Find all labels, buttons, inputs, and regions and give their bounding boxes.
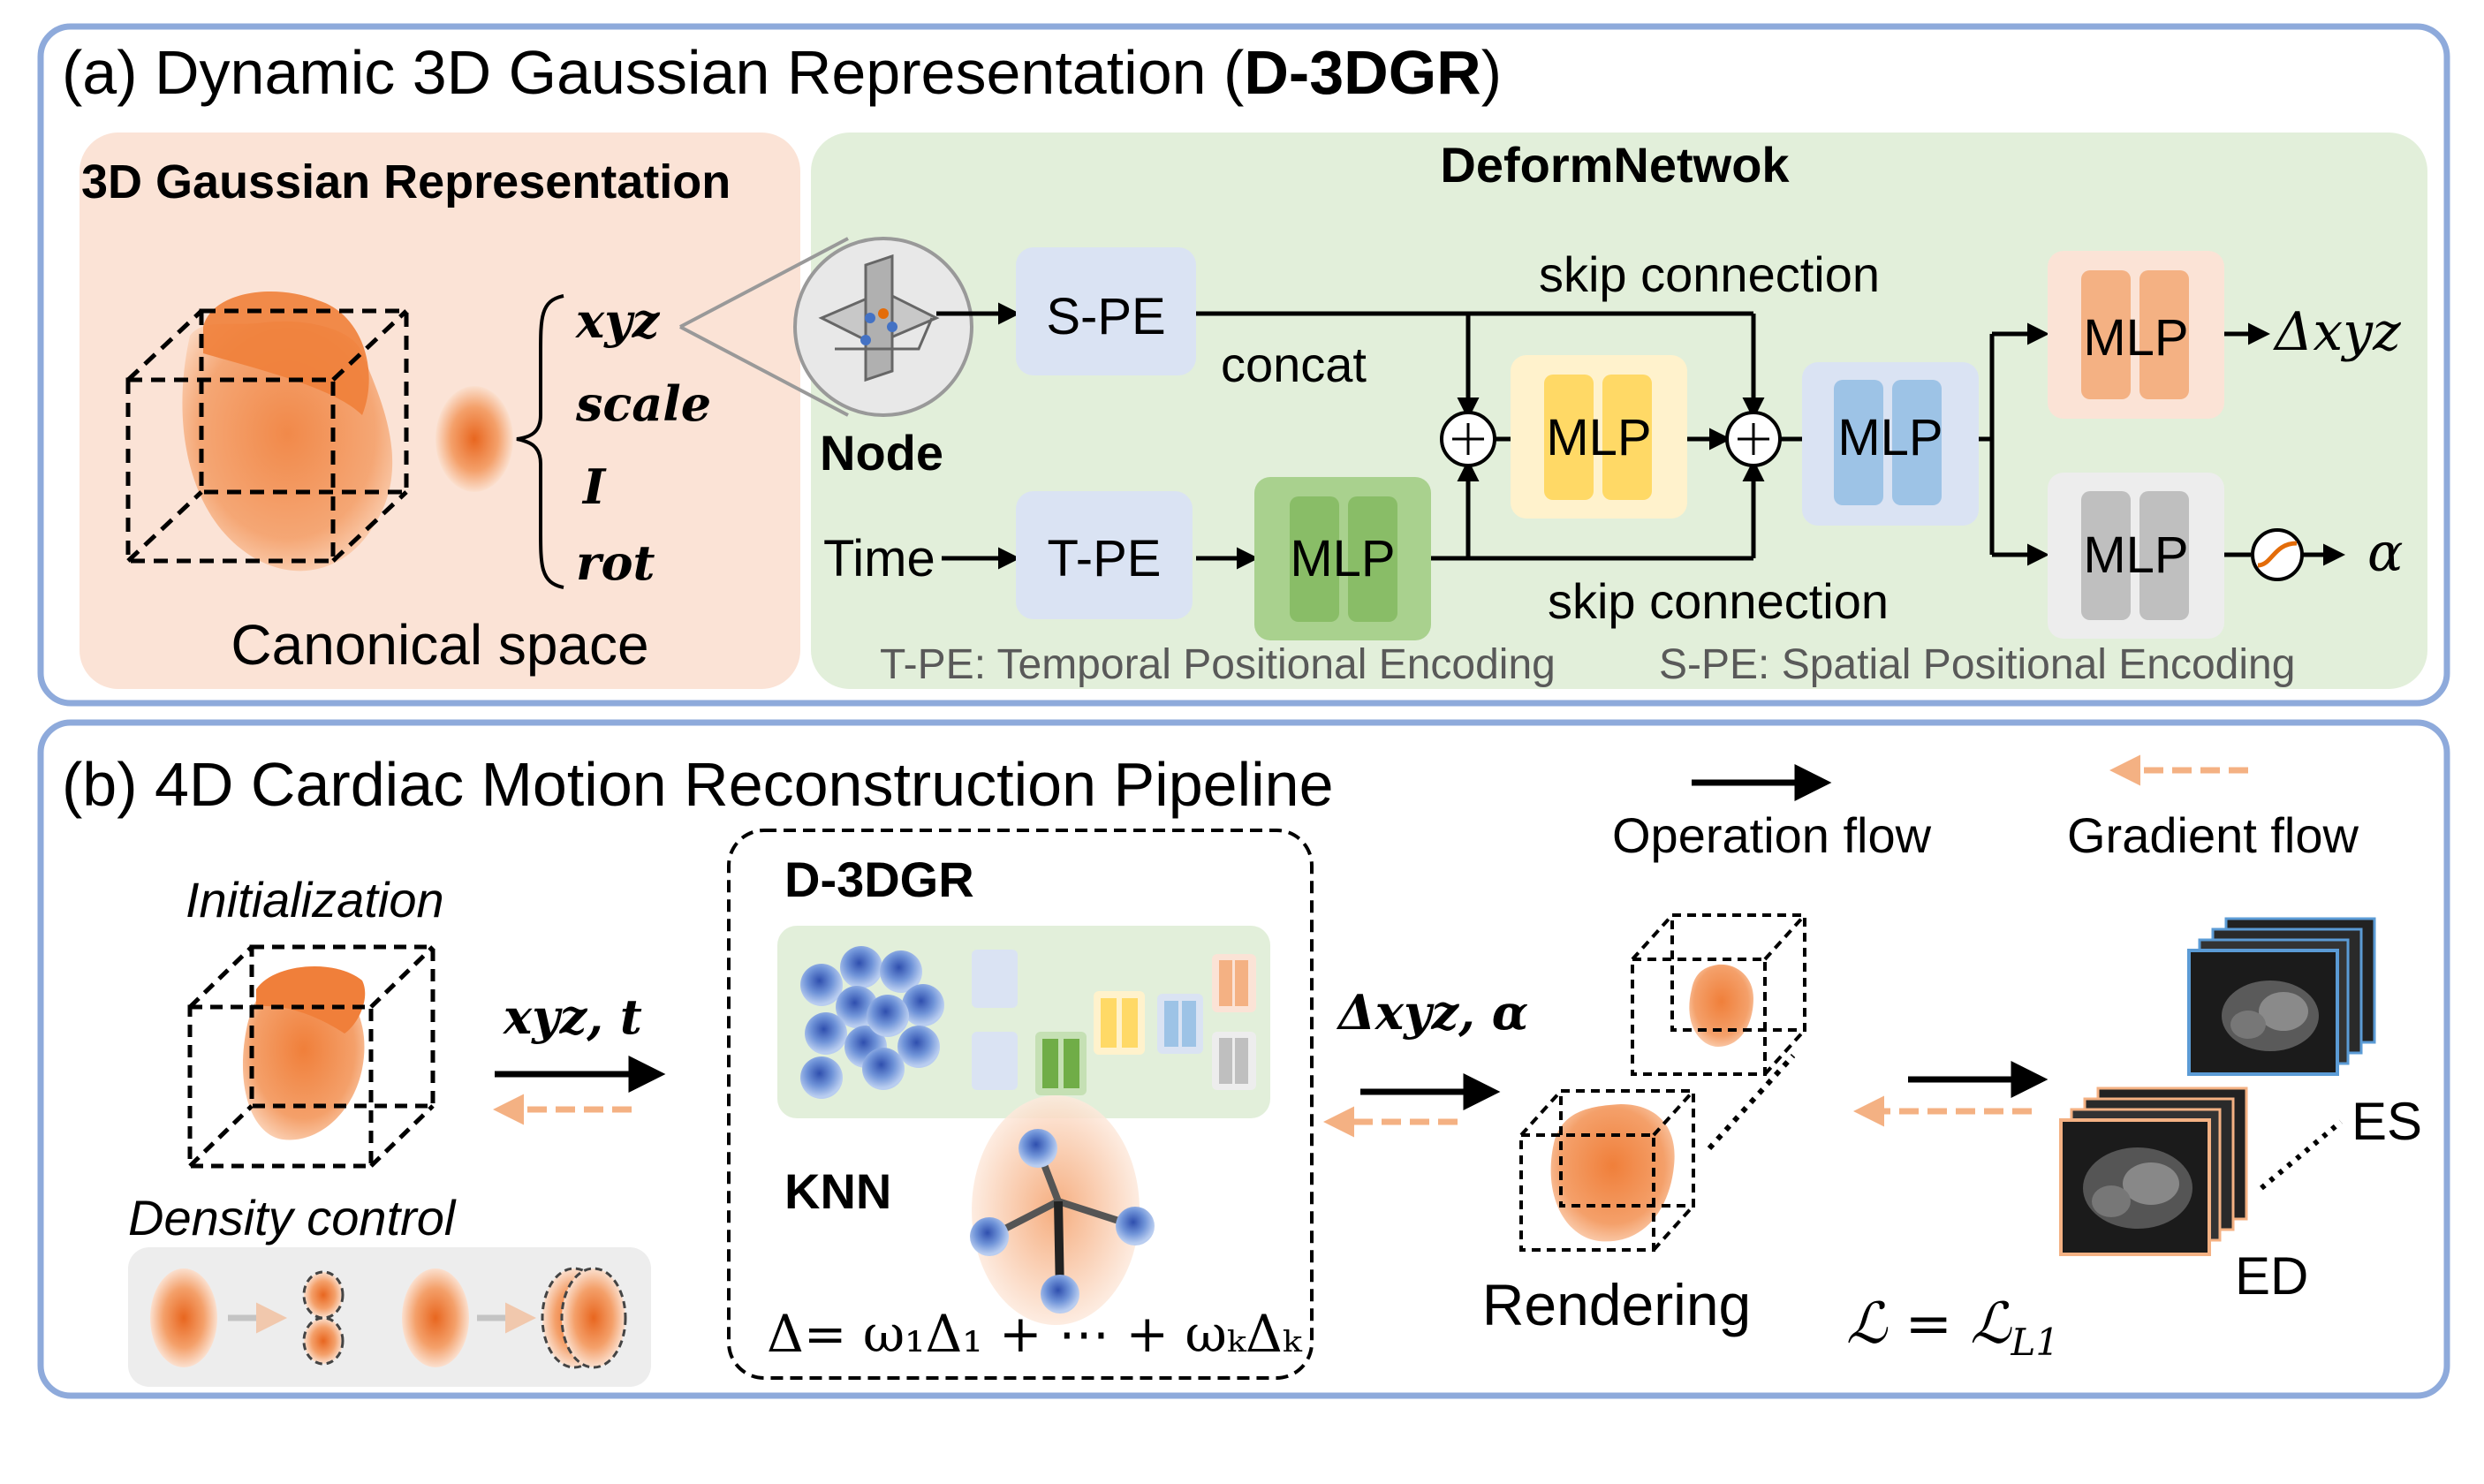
rendered-heart-small xyxy=(1631,913,1806,1076)
sigmoid-icon xyxy=(2251,528,2304,581)
gaussian-representation-heading: 3D Gaussian Representation xyxy=(81,155,731,208)
gradient-flow-legend: Gradient flow xyxy=(2067,807,2359,863)
mlp-yellow-label: MLP xyxy=(1546,409,1651,466)
mlp-orange-label: MLP xyxy=(2083,309,2188,367)
output-delta-xyz: Δxyz xyxy=(2273,301,2401,363)
input-label: xyz, t xyxy=(503,988,642,1045)
skip-connection-top: skip connection xyxy=(1539,246,1880,302)
panel-a-title: (a) Dynamic 3D Gaussian Representation (… xyxy=(62,38,1502,107)
single-gaussian xyxy=(435,386,513,492)
tpe-box xyxy=(1016,491,1193,619)
gaussian-cluster xyxy=(800,946,944,1099)
spe-box xyxy=(1016,247,1196,375)
knn-graph xyxy=(970,1095,1155,1325)
initialization-label: Initialization xyxy=(186,872,444,928)
mlp-blue-label: MLP xyxy=(1837,409,1943,466)
knn-formula: Δ= ω₁Δ₁ + ⋯ + ωₖΔₖ xyxy=(767,1304,1303,1364)
es-label: ES xyxy=(2351,1092,2422,1151)
initialization-heart-cube xyxy=(187,944,435,1169)
spe-legend: S-PE: Spatial Positional Encoding xyxy=(1659,641,2295,688)
mlp-green-label: MLP xyxy=(1290,530,1395,587)
deform-network-heading: DeformNetwok xyxy=(1440,137,1790,193)
canonical-heart-cube xyxy=(125,292,409,572)
canonical-space-caption: Canonical space xyxy=(231,613,648,677)
panel-b-title: (b) 4D Cardiac Motion Reconstruction Pip… xyxy=(62,750,1334,819)
mlp-gray-label: MLP xyxy=(2083,526,2188,584)
mri-stack-ed xyxy=(2059,1086,2248,1256)
delta-output-label: Δxyz, α xyxy=(1336,984,1528,1041)
node-planes-icon xyxy=(818,254,940,382)
d3dgr-label: D-3DGR xyxy=(784,852,974,907)
knn-label: KNN xyxy=(784,1163,891,1219)
time-label: Time xyxy=(823,530,935,587)
rendering-label: Rendering xyxy=(1482,1272,1752,1337)
attribute-brace xyxy=(516,294,564,589)
operation-flow-legend: Operation flow xyxy=(1612,807,1932,863)
spe-label: S-PE xyxy=(1046,288,1165,345)
ed-label: ED xyxy=(2235,1246,2308,1306)
mri-stack-es xyxy=(2187,917,2376,1076)
attr-rot: rot xyxy=(576,534,655,591)
tpe-label: T-PE xyxy=(1048,530,1162,587)
attr-intensity: I xyxy=(581,458,607,515)
attr-scale: scale xyxy=(575,375,711,432)
density-control-label: Density control xyxy=(128,1190,457,1246)
skip-connection-bottom: skip connection xyxy=(1548,573,1889,629)
loss-formula: ℒ = ℒL1 xyxy=(1846,1291,2059,1364)
tpe-legend: T-PE: Temporal Positional Encoding xyxy=(880,641,1556,688)
concat-label: concat xyxy=(1221,337,1367,392)
attr-xyz: xyz xyxy=(575,292,661,349)
density-control-box xyxy=(128,1247,651,1387)
output-alpha: α xyxy=(2367,522,2404,584)
node-label: Node xyxy=(820,425,943,481)
rendered-heart-large xyxy=(1519,1089,1695,1252)
